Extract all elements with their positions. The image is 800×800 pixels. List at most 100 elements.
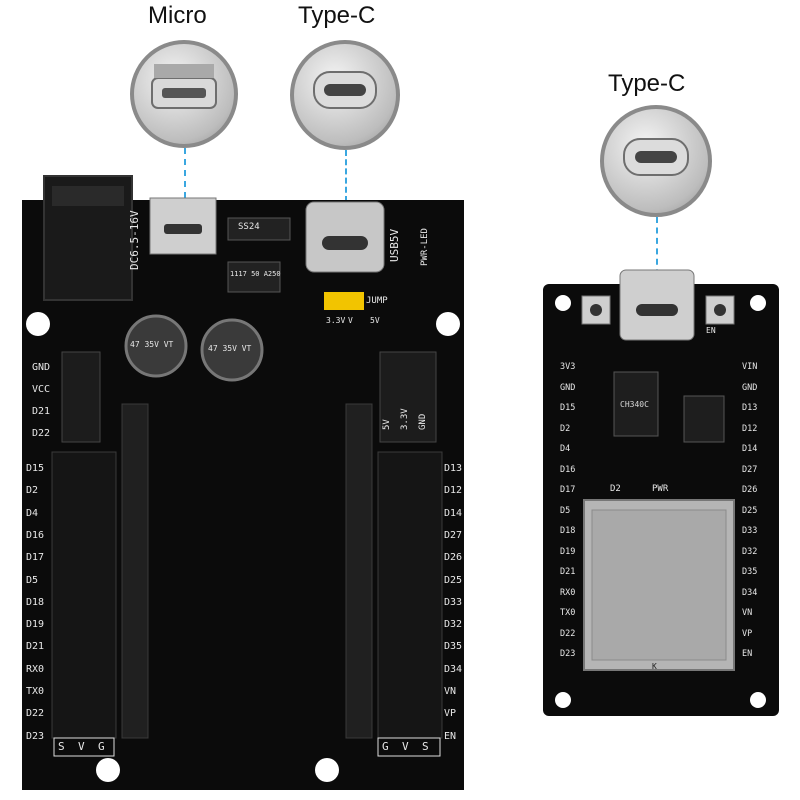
esp32-pin-label: D4: [560, 444, 571, 454]
bottom-pin-label: G: [98, 740, 105, 753]
esp32-pin-label: D17: [560, 485, 576, 495]
mount-hole: [96, 758, 120, 782]
micro-callout-label: Micro: [148, 2, 207, 29]
shield-pin-label: D32: [444, 619, 463, 631]
esp32-pin-label: RX0: [560, 587, 576, 598]
capacitor: [200, 318, 264, 382]
jumper-block: [324, 292, 364, 310]
shield-pin-label: D21: [26, 641, 45, 653]
shield-pin-label: TX0: [26, 686, 45, 697]
esp32-pin-label: D21: [560, 567, 576, 577]
diode-label: SS24: [238, 222, 260, 232]
right-pin-header: [377, 451, 443, 739]
capacitor-label: 47 35V VT: [130, 340, 174, 349]
power-pin-label: D21: [32, 406, 51, 417]
esp32-pin-label: D18: [560, 526, 576, 536]
d2-led-label: D2: [610, 484, 621, 494]
esp32-pin-label: D32: [742, 546, 758, 557]
power-header-right: [379, 351, 437, 443]
esp32-pin-label: GND: [742, 382, 758, 393]
shield-pin-label: D2: [26, 485, 39, 497]
jump-option-5v: 5V: [370, 316, 380, 325]
shield-pin-label: D17: [26, 552, 45, 564]
esp32-pin-label: D23: [560, 649, 576, 659]
esp32-pin-label: D26: [742, 485, 758, 495]
pwr-label: PWR: [652, 484, 669, 494]
esp32-pin-label: TX0: [560, 608, 576, 618]
left-female-header: [121, 403, 149, 739]
esp32-pin-label: D27: [742, 464, 758, 475]
shield-pin-label: D34: [444, 663, 463, 675]
left-pin-header: [51, 451, 117, 739]
esp32-pin-label: D13: [742, 403, 758, 413]
shield-pin-label: D13: [444, 463, 463, 474]
esp32-pin-label: D22: [560, 628, 576, 639]
power-header: [61, 351, 101, 443]
regulator-label: 1117 50 A250: [230, 270, 281, 278]
mount-hole: [315, 758, 339, 782]
en-label: EN: [706, 326, 716, 335]
mount-hole: [555, 692, 571, 708]
typec-port-icon: [313, 71, 377, 109]
right-female-header: [345, 403, 373, 739]
typec-right-leader-line: [656, 217, 658, 317]
shield-pin-label: D23: [26, 730, 45, 742]
typec-right-callout-label: Type-C: [608, 70, 686, 97]
capacitor-label: 47 35V VT: [208, 344, 252, 353]
shield-pin-label: EN: [444, 730, 457, 742]
voltage-regulator: [227, 261, 281, 293]
shield-pin-label: D22: [26, 708, 45, 720]
shield-pin-label: D35: [444, 641, 463, 653]
typec-left-leader-line: [345, 150, 347, 202]
esp32-pin-label: D14: [742, 444, 758, 454]
capacitor: [124, 314, 188, 378]
shield-pin-label: VP: [444, 708, 457, 720]
power-pin-label: GND: [32, 362, 51, 373]
esp32-pin-label: D16: [560, 464, 576, 475]
ch340-chip-label: CH340C: [620, 400, 649, 409]
power-pin-label: VCC: [32, 384, 51, 395]
micro-leader-line: [184, 148, 186, 198]
mount-hole: [436, 312, 460, 336]
power-pin-label: D22: [32, 428, 51, 439]
jump-option-3v3: 3.3V: [326, 316, 346, 325]
esp32-pin-label: EN: [742, 649, 753, 659]
esp32-pin-label: D25: [742, 505, 758, 516]
esp32-pin-label: D5: [560, 505, 571, 516]
typec-left-callout-label: Type-C: [298, 2, 376, 29]
esp32-pin-label: D19: [560, 546, 576, 557]
esp32-pin-label: D15: [560, 403, 576, 413]
shield-pin-label: VN: [444, 686, 457, 697]
shield-pin-label: D18: [26, 596, 45, 608]
typec-right-zoom: [600, 105, 712, 217]
jump-label: JUMP: [366, 296, 388, 306]
micro-usb-port-icon: [151, 64, 217, 109]
bottom-pin-label: S: [58, 740, 65, 753]
esp32-regulator: [683, 395, 725, 443]
shield-pin-label: D5: [26, 574, 39, 586]
shield-pin-label: D16: [26, 529, 45, 541]
bottom-pin-label: S: [422, 740, 429, 753]
esp32-pin-label: D34: [742, 587, 758, 598]
esp32-pin-label: D12: [742, 423, 758, 434]
shield-pin-label: D15: [26, 463, 45, 474]
mount-hole: [26, 312, 50, 336]
esp32-pin-label: GND: [560, 382, 576, 393]
esp32-pin-label: 3V3: [560, 362, 576, 372]
shield-pin-label: D26: [444, 552, 463, 564]
esp32-pin-label: D35: [742, 567, 758, 577]
shield-pin-label: D27: [444, 529, 463, 541]
ch340-chip: [613, 371, 659, 437]
k-label: K: [652, 662, 657, 671]
bottom-pin-label: V: [78, 740, 85, 753]
shield-pin-label: D12: [444, 485, 463, 497]
esp32-pin-label: D2: [560, 423, 571, 434]
esp32-pin-label: D33: [742, 526, 758, 536]
shield-pin-label: D19: [26, 619, 45, 631]
bottom-pin-label: G: [382, 740, 389, 753]
micro-usb-zoom: [130, 40, 238, 148]
esp32-pin-label: VIN: [742, 362, 758, 372]
shield-pin-label: RX0: [26, 663, 45, 675]
